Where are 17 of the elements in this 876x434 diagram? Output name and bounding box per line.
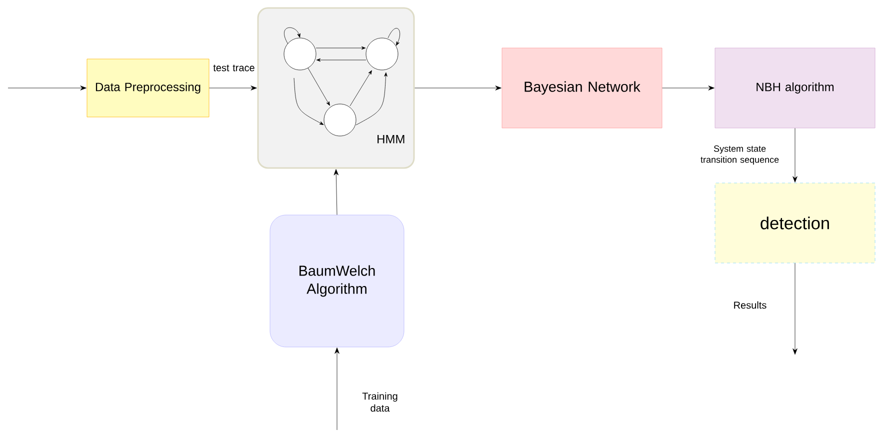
arrow	[792, 128, 798, 182]
arrow	[8, 86, 86, 90]
arrow	[209, 86, 257, 90]
edge-label: Training data	[362, 392, 398, 412]
edge-label: Results	[734, 301, 766, 309]
edge-label: System state transition sequence	[700, 145, 779, 165]
process-box: NBH algorithm	[714, 48, 876, 128]
process-box: Bayesian Network	[502, 48, 662, 128]
data-box: Data Preprocessing	[86, 58, 210, 118]
process-box: detection	[714, 182, 876, 264]
process-box: BaumWelch Algorithm	[270, 214, 404, 348]
edge-label: test trace	[213, 64, 254, 72]
arrow	[662, 86, 714, 90]
arrow	[792, 263, 798, 355]
arrow	[334, 169, 339, 215]
arrow	[414, 86, 502, 90]
arrow	[334, 348, 340, 430]
